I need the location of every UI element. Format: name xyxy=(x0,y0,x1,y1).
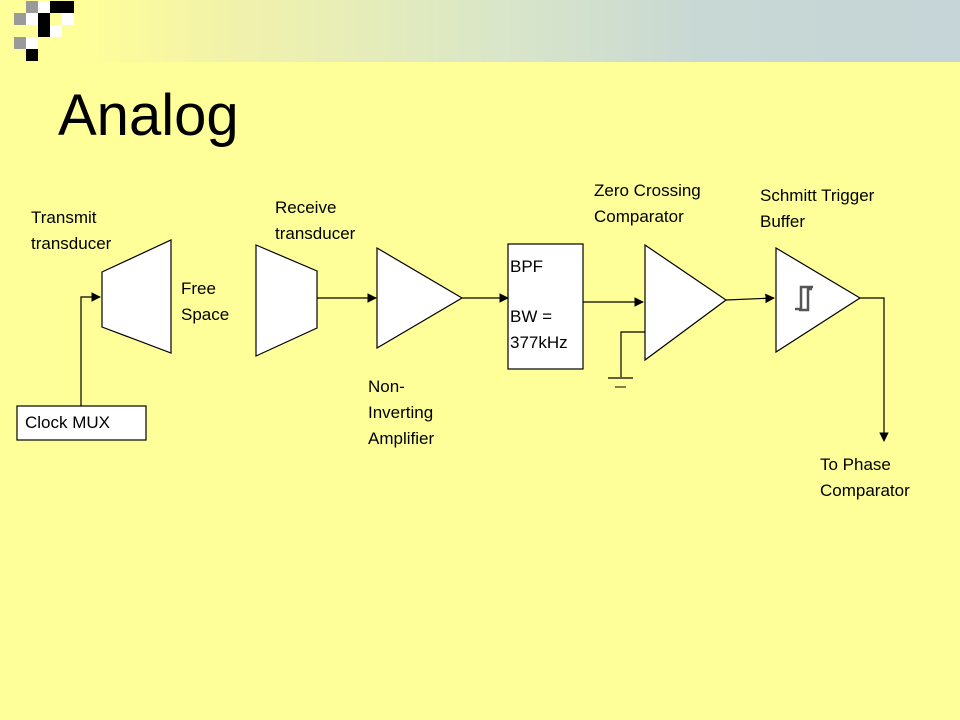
transmit-transducer-shape xyxy=(101,239,172,354)
comparator-ground-line xyxy=(620,331,645,377)
transmit-transducer-label: Transmit transducer xyxy=(31,208,112,253)
schmitt-trigger-buffer-label: Schmitt Trigger Buffer xyxy=(760,186,875,231)
non-inverting-amplifier-label: Non- Inverting Amplifier xyxy=(368,377,435,448)
hysteresis-icon xyxy=(795,285,813,312)
bpf-bandwidth-label: BW = 377kHz xyxy=(510,307,568,352)
schmitt-output-line xyxy=(860,297,889,442)
free-space-label: Free Space xyxy=(181,279,230,324)
non-inverting-amplifier-triangle xyxy=(376,246,464,350)
clock-mux-label: Clock MUX xyxy=(25,413,111,432)
slide-title: Analog xyxy=(58,83,239,148)
clock-mux-box xyxy=(16,405,147,441)
zero-crossing-comparator-label: Zero Crossing Comparator xyxy=(594,181,701,226)
title-bar-gradient xyxy=(0,0,960,62)
bpf-box xyxy=(507,243,584,370)
to-phase-comparator-label: To Phase Comparator xyxy=(820,455,910,500)
receive-transducer-shape xyxy=(255,244,318,357)
zero-crossing-comparator-triangle xyxy=(644,243,728,362)
schmitt-trigger-buffer-triangle xyxy=(775,246,862,354)
receive-transducer-label: Receive transducer xyxy=(275,198,356,243)
clock-mux-to-transmit-line xyxy=(80,292,101,406)
comparator-to-schmitt-line xyxy=(725,293,775,304)
bpf-label: BPF xyxy=(510,257,544,276)
